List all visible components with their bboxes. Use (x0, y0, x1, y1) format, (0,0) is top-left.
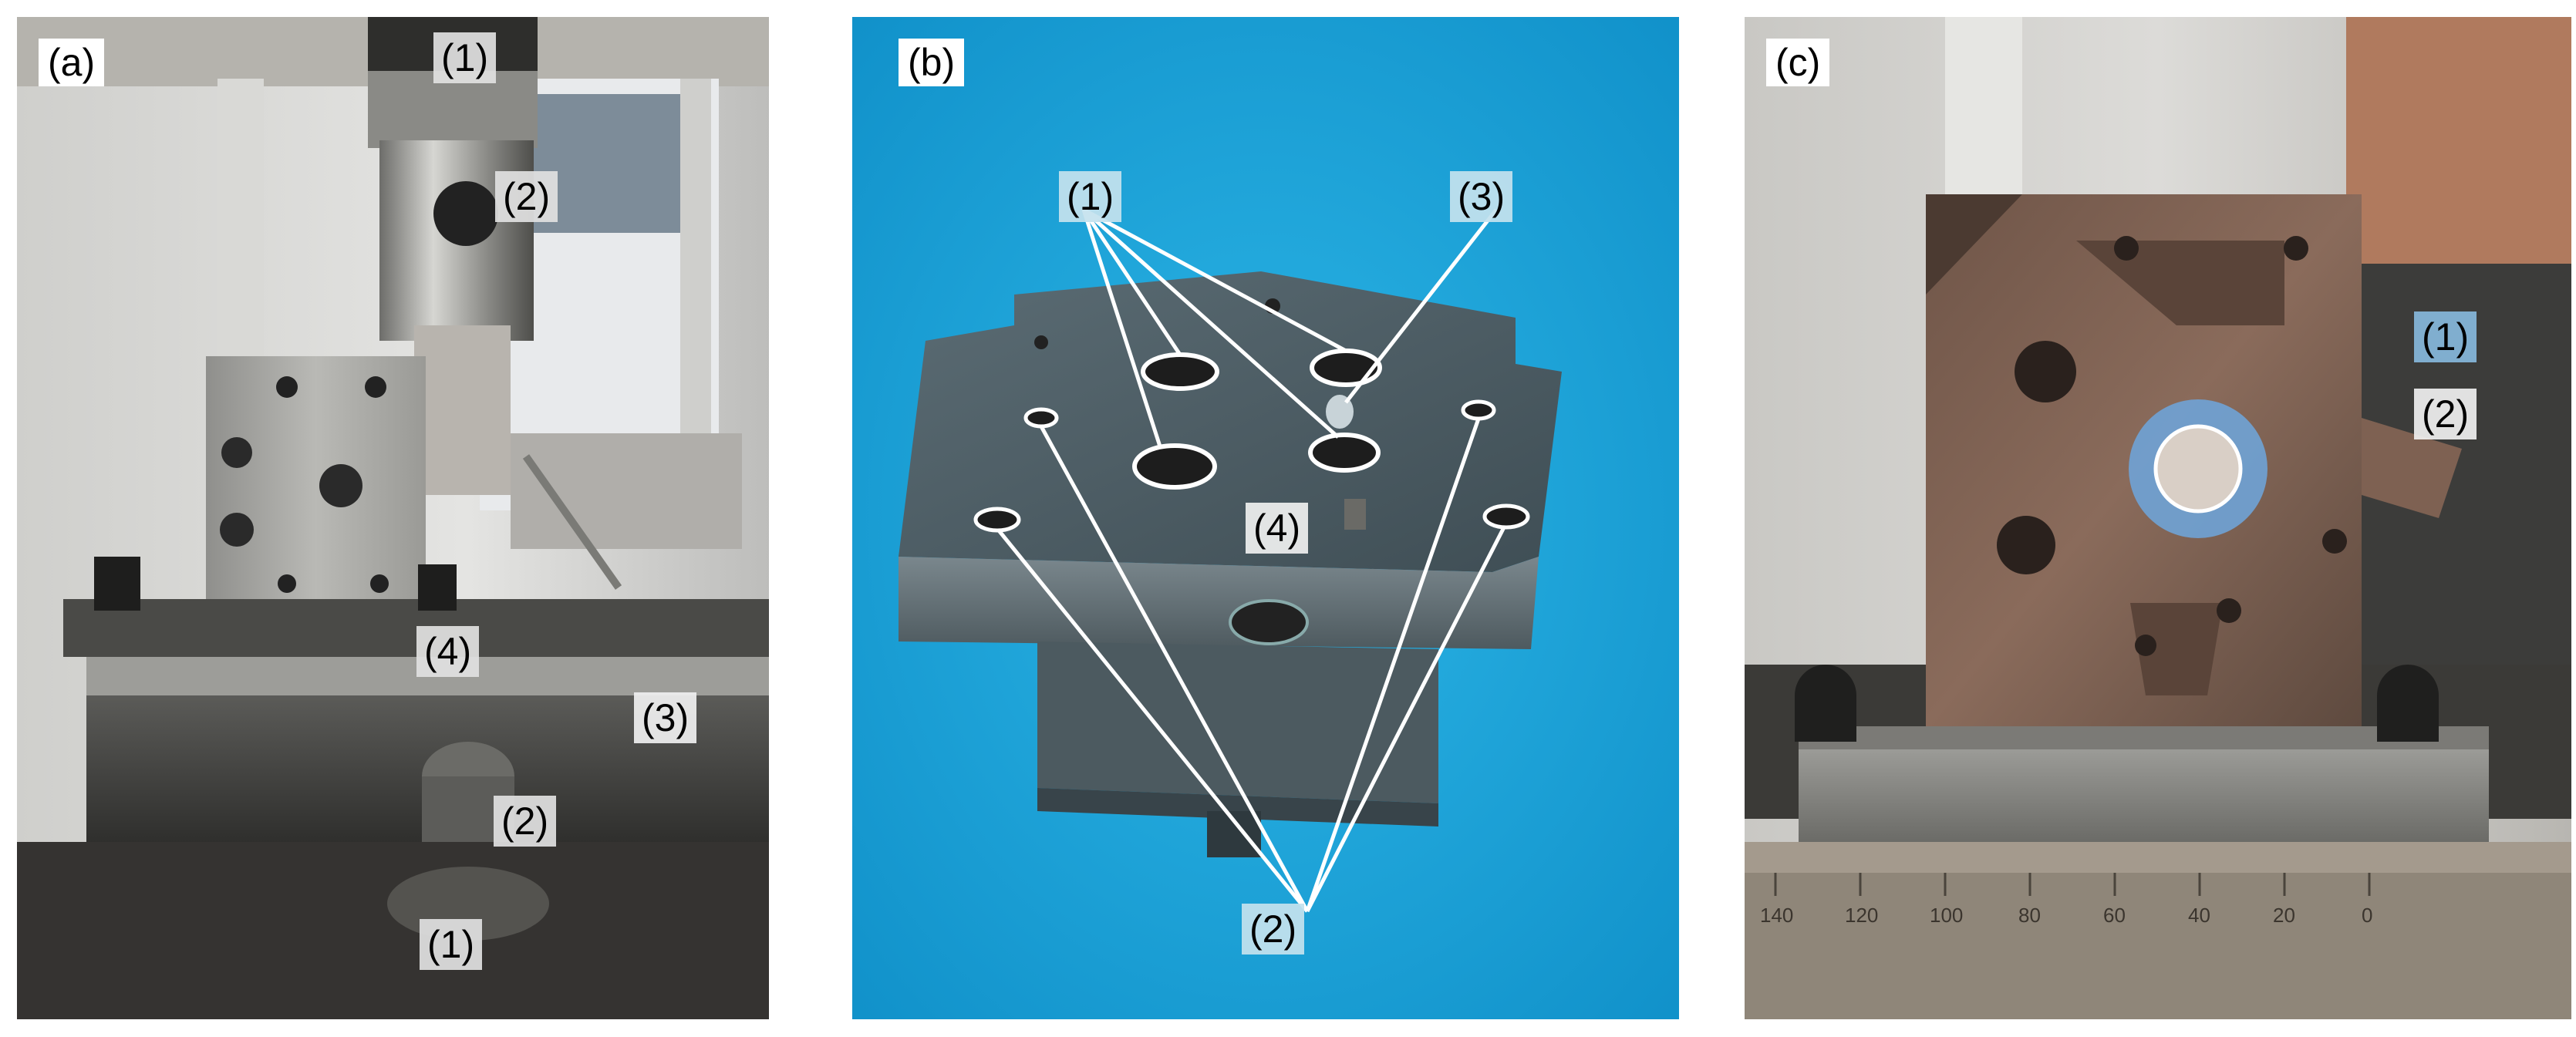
panel-a-photo: (a) (1) (2) (4) (3) (2) (1) (17, 17, 769, 1019)
ruler-ticks: 140 120 100 80 60 40 20 0 (1745, 904, 2571, 934)
ruler-tick: 20 (2273, 904, 2295, 927)
panel-a-label: (a) (39, 39, 105, 86)
ruler-tick: 0 (2362, 904, 2373, 927)
callout-a-2-lower: (2) (494, 796, 557, 847)
ruler-tick: 60 (2103, 904, 2126, 927)
panel-c-label: (c) (1766, 39, 1830, 86)
panel-c-image (1745, 17, 2571, 1019)
callout-a-2-upper: (2) (495, 171, 558, 222)
panel-a-image (17, 17, 769, 1019)
callout-b-3: (3) (1450, 171, 1513, 222)
ruler-tick: 120 (1845, 904, 1879, 927)
callout-a-1-lower: (1) (420, 919, 483, 970)
callout-b-2: (2) (1242, 904, 1305, 955)
panel-b-label: (b) (899, 39, 965, 86)
callout-a-4: (4) (416, 626, 480, 677)
panel-b-photo: (b) (1) (3) (4) (2) (852, 17, 1679, 1019)
panel-c-photo: (c) (1) (2) 140 120 100 80 60 40 20 0 (1745, 17, 2571, 1019)
callout-c-2: (2) (2414, 389, 2477, 439)
callout-a-3: (3) (634, 692, 697, 743)
ruler-tick: 100 (1930, 904, 1964, 927)
ruler-tick: 40 (2188, 904, 2210, 927)
callout-b-4: (4) (1246, 503, 1309, 554)
ruler-tick: 80 (2018, 904, 2041, 927)
callout-b-1: (1) (1059, 171, 1122, 222)
ruler-tick: 140 (1760, 904, 1794, 927)
callout-a-1-upper: (1) (433, 32, 497, 83)
callout-c-1: (1) (2414, 311, 2477, 362)
